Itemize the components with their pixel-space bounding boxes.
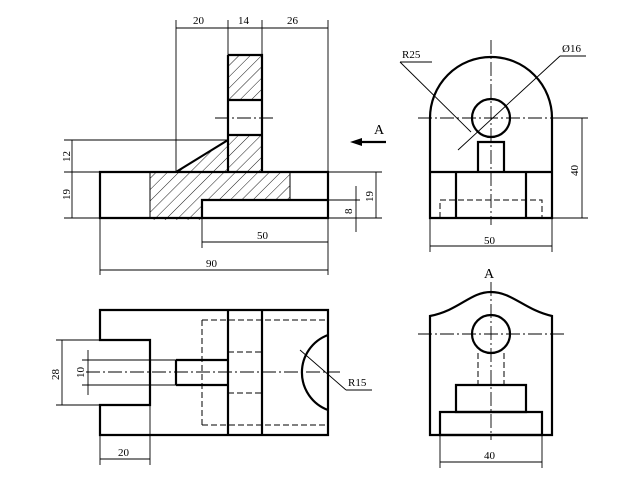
dim-h12: 12 [61,151,73,162]
side-outline [428,55,554,220]
dim-d16: Ø16 [562,43,581,55]
top-hidden-slot [201,319,328,426]
dim-w26: 26 [287,15,299,27]
dim-h28: 28 [50,369,62,381]
front-view: 20 14 26 12 19 19 8 50 90 [61,15,382,275]
dim-h10: 10 [75,367,87,379]
section-hatch-upright-lower [150,135,290,220]
dim-w14: 14 [238,15,250,27]
dim-r25: R25 [402,49,421,61]
section-hatch-upright [228,55,262,100]
view-a-hidden-boss [477,353,505,385]
rib-edge [175,139,229,173]
dim-side-w50: 50 [484,235,496,247]
dim-w20: 20 [193,15,205,27]
dim-h19-left: 19 [61,189,73,201]
side-base-slot-outline [454,172,528,218]
view-a: A 40 [418,267,564,468]
dim-va-w40: 40 [484,450,496,462]
r15-leader [299,349,347,391]
dim-h40: 40 [569,165,581,177]
section-arrow-head [350,138,362,146]
top-hidden-hole [228,351,262,394]
side-view: R25 Ø16 40 50 [399,40,588,252]
dim-w50: 50 [257,230,269,242]
dim-h19-right: 19 [364,191,376,203]
top-boss [174,358,228,387]
dim-r15: R15 [348,377,367,389]
dim-h8: 8 [343,208,355,214]
top-view: 28 10 R15 20 [50,308,372,465]
view-a-label: A [484,267,495,282]
top-outline [98,308,330,437]
base-slot [200,198,328,218]
top-arc-r15 [300,333,329,412]
dim-top-w20: 20 [118,447,130,459]
section-arrow-a: A [350,123,386,146]
r25-leader [399,61,472,133]
dim-w90: 90 [206,258,218,270]
d16-leader [457,55,561,151]
section-arrow-label: A [374,123,385,138]
